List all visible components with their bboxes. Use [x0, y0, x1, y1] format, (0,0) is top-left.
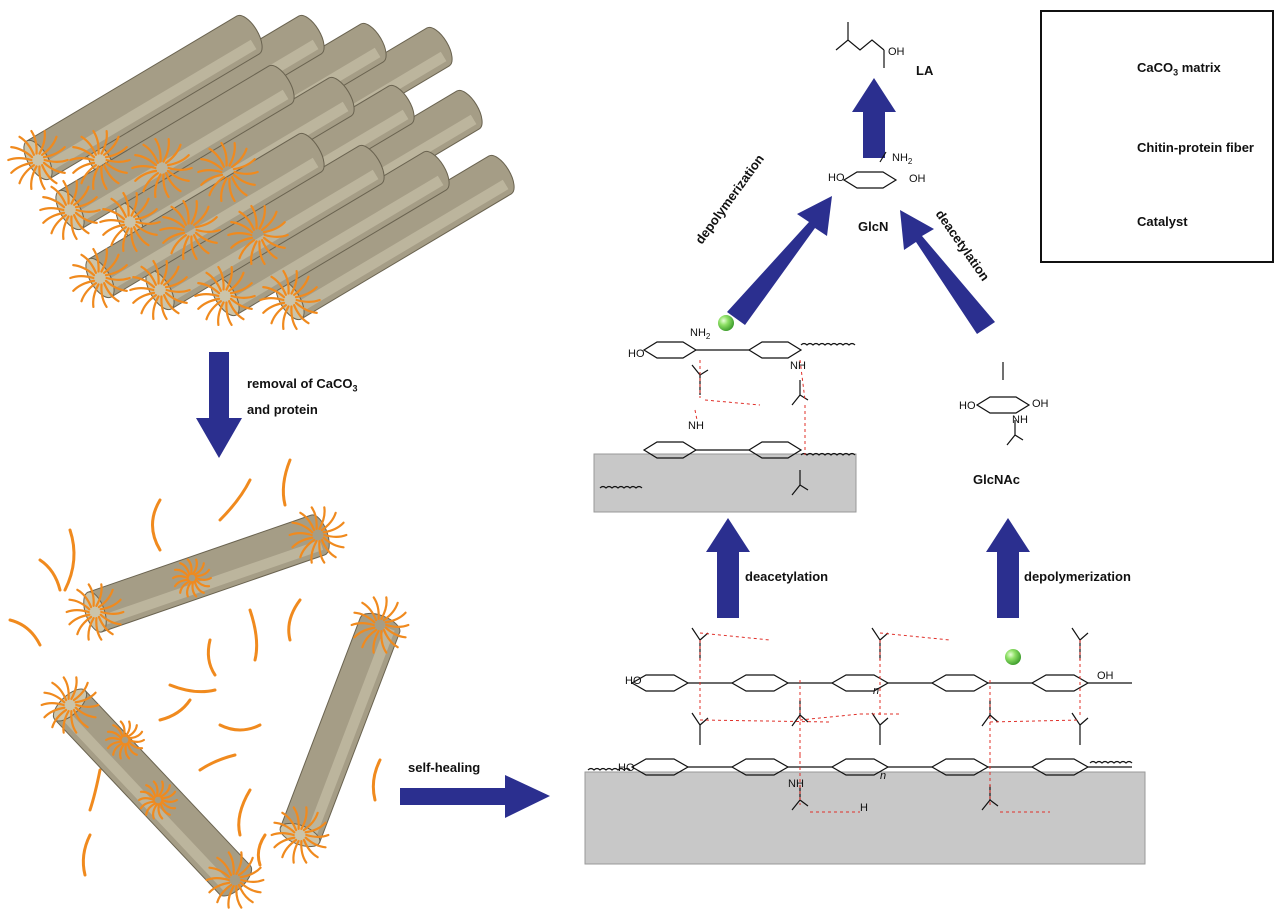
la-oh-label: OH — [888, 46, 905, 58]
removal-label-line2: and protein — [247, 402, 318, 417]
fiber-tuft — [65, 583, 125, 641]
mid-nh-label: NH — [790, 360, 806, 372]
self-healing-arrow — [400, 775, 550, 818]
chitin-chains — [587, 22, 1133, 811]
fiber-tuft — [350, 596, 410, 654]
fiber-tuft — [7, 129, 69, 191]
bottom-slab — [584, 771, 1146, 865]
middle-slab — [593, 453, 857, 513]
loose-cylinder — [279, 612, 401, 848]
fiber-tuft — [227, 204, 289, 266]
fiber-tuft — [138, 780, 178, 820]
legend — [1040, 10, 1274, 263]
fiber-tuft — [131, 137, 193, 199]
deacetylation-arrow-vertical — [706, 518, 750, 618]
glcn-oh-label: OH — [909, 173, 926, 185]
fiber-tuft — [197, 141, 259, 203]
bottom-h-label: H — [860, 802, 868, 814]
product-glcnac: GlcNAc — [973, 472, 1020, 487]
cylinder-bundle — [7, 15, 515, 331]
la-arrow — [852, 78, 896, 158]
loose-fibers — [8, 458, 382, 877]
fiber-tuft — [172, 558, 212, 598]
deacetylation-arrow-diagonal — [900, 210, 995, 334]
bottom-oh-label-1: OH — [1097, 670, 1114, 682]
product-glcn: GlcN — [858, 219, 889, 234]
removal-label: removal of CaCO3 — [247, 376, 358, 394]
glcnac-ho-label: HO — [959, 400, 976, 412]
legend-label-caco3: CaCO3 matrix — [1137, 60, 1221, 78]
bottom-ho-label-2: HO — [618, 762, 635, 774]
fiber-tuft — [69, 129, 131, 191]
glcnac-oh-label: OH — [1032, 398, 1049, 410]
glcn-nh2-label: NH2 — [892, 152, 913, 167]
loose-cylinder — [52, 688, 253, 897]
fiber-tuft — [259, 269, 321, 331]
legend-label-fiber: Chitin-protein fiber — [1137, 140, 1254, 155]
mid-nh2-label: NH2 — [690, 327, 711, 342]
fiber-tuft — [288, 506, 348, 564]
mid-nh-lower-label: NH — [688, 420, 704, 432]
fiber-tuft — [270, 806, 330, 864]
bottom-n-label-1: n — [873, 685, 880, 697]
legend-label-catalyst: Catalyst — [1137, 214, 1188, 229]
mid-ho-label: HO — [628, 348, 645, 360]
depolymerization-arrow-diagonal — [727, 196, 832, 325]
fiber-tuft — [194, 265, 256, 327]
fiber-tuft — [159, 199, 221, 261]
depolymerization-label: depolymerization — [1024, 569, 1131, 584]
bottom-n-label-2: n — [880, 770, 887, 782]
glcn-ho-label: HO — [828, 172, 845, 184]
bottom-nh-label: NH — [788, 778, 804, 790]
loose-cylinders — [40, 506, 410, 909]
bottom-ho-label-1: HO — [625, 675, 642, 687]
catalyst-sphere — [1005, 649, 1021, 665]
glcnac-nh-label: NH — [1012, 414, 1028, 426]
fiber-tuft — [69, 247, 131, 309]
fiber-tuft — [105, 720, 145, 760]
self-healing-label: self-healing — [408, 760, 481, 775]
fiber-tuft — [99, 191, 161, 253]
fiber-tuft — [205, 851, 265, 909]
deacetylation-label: deacetylation — [745, 569, 829, 584]
fiber-tuft — [39, 179, 101, 241]
depolymerization-arrow-vertical — [986, 518, 1030, 618]
catalyst-sphere — [718, 315, 734, 331]
product-la: LA — [916, 63, 934, 78]
fiber-tuft — [129, 259, 191, 321]
hydrogen-bonds — [694, 359, 1081, 813]
removal-arrow — [196, 352, 242, 458]
fiber-tuft — [40, 676, 100, 734]
